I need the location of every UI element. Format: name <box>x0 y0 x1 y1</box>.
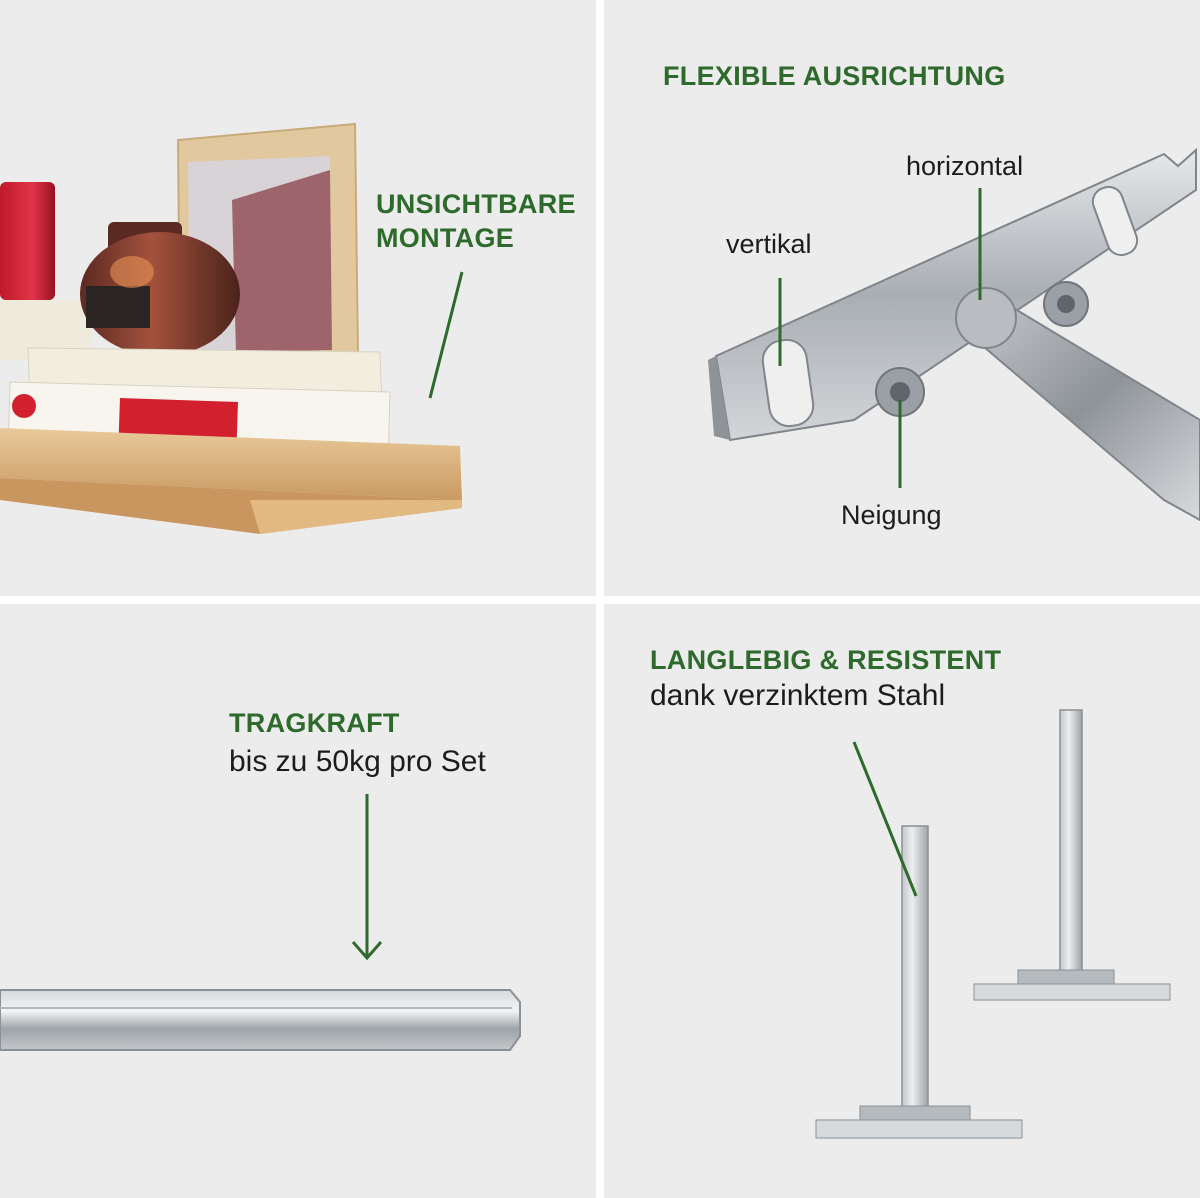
label-horizontal: horizontal <box>906 151 1024 181</box>
panel-invisible-mounting: UNSICHTBARE MONTAGE <box>0 0 596 596</box>
bracket-closeup-image <box>708 147 1200 522</box>
panel-durability: LANGLEBIG & RESISTENT dank verzinktem St… <box>604 604 1200 1198</box>
panel-load-capacity: TRAGKRAFT bis zu 50kg pro Set <box>0 604 596 1198</box>
shelf-with-books-image <box>0 122 464 534</box>
heading-line1: UNSICHTBARE <box>376 189 576 219</box>
heading-line2: MONTAGE <box>376 223 515 253</box>
pointer-line <box>852 741 918 897</box>
panel-flexible-alignment: FLEXIBLE AUSRICHTUNG horizontal vertikal… <box>604 0 1200 596</box>
subtext: dank verzinktem Stahl <box>650 679 946 712</box>
subtext: bis zu 50kg pro Set <box>229 745 486 778</box>
label-tilt: Neigung <box>841 500 942 530</box>
brackets-standing-image <box>815 709 1171 1139</box>
label-vertical: vertikal <box>726 229 812 259</box>
heading: FLEXIBLE AUSRICHTUNG <box>663 61 1006 91</box>
pointer-line <box>428 271 464 399</box>
steel-rod-image <box>0 794 521 1051</box>
heading: TRAGKRAFT <box>229 708 400 738</box>
heading: LANGLEBIG & RESISTENT <box>650 645 1002 675</box>
